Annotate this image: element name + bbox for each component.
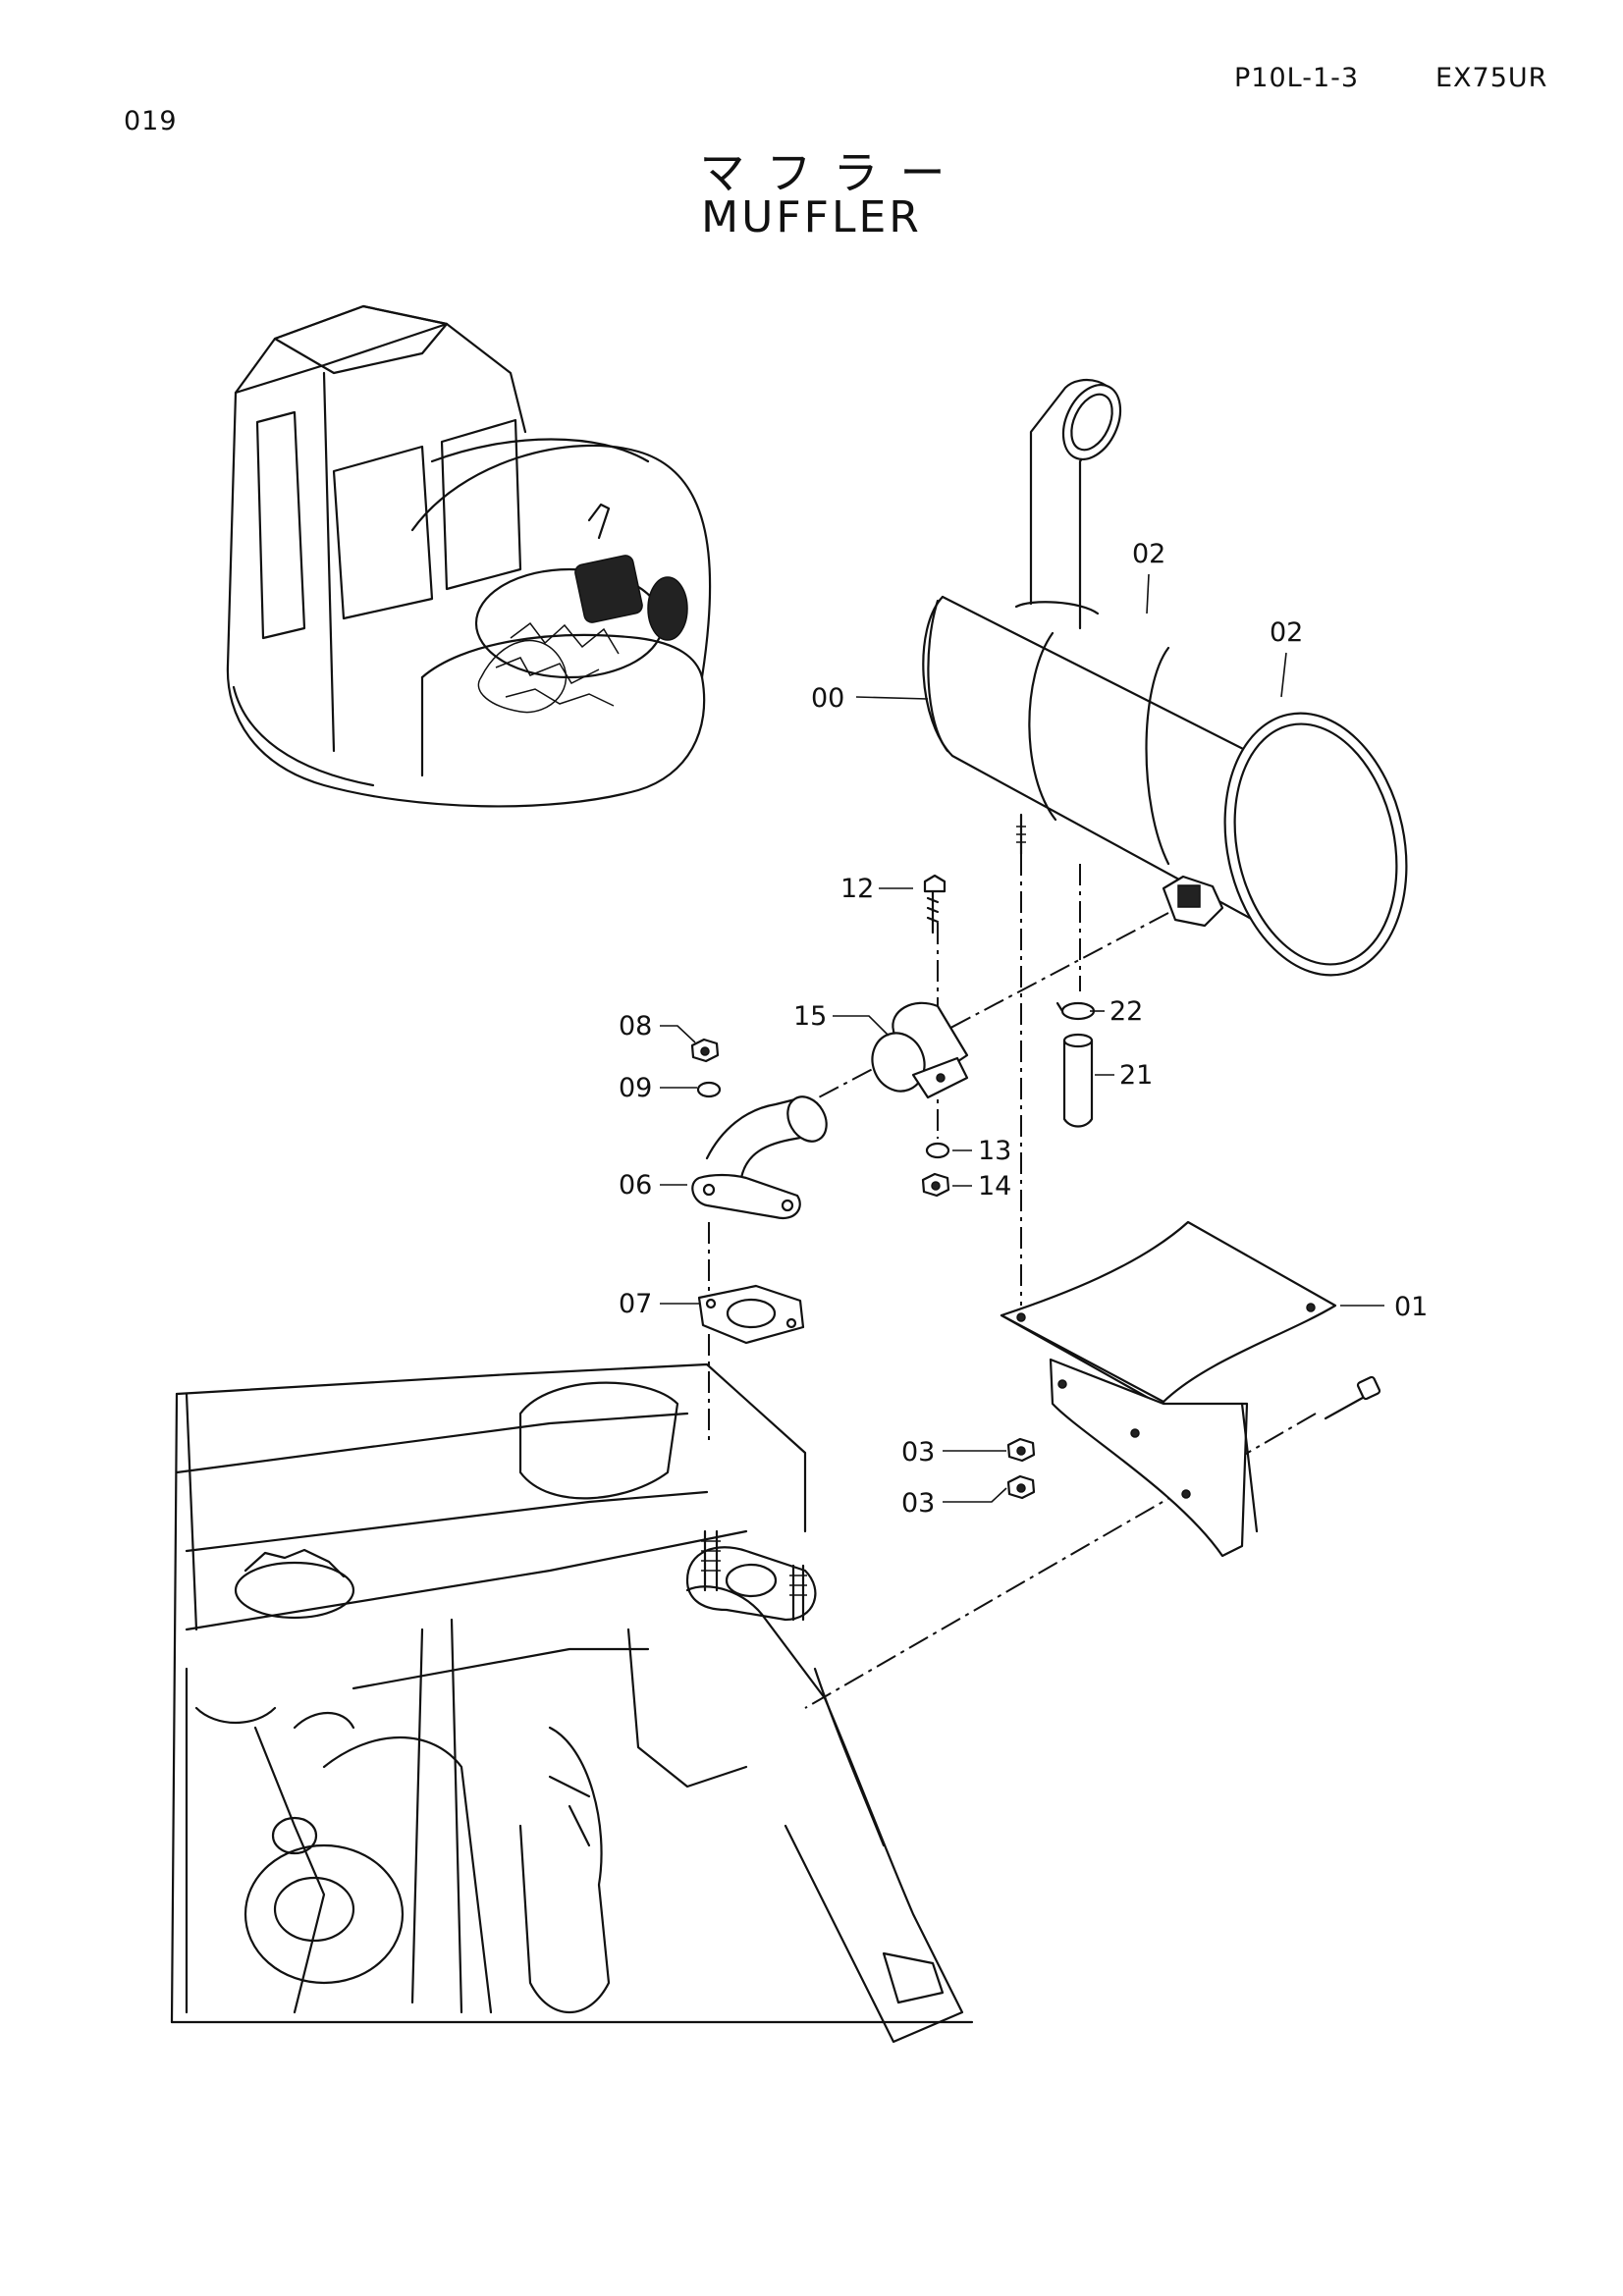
title-english: MUFFLER — [701, 192, 922, 242]
callout-labels: 00 01 02 02 03 03 06 07 08 09 12 13 14 1… — [619, 539, 1428, 1519]
title-japanese: マフラー — [699, 146, 967, 199]
callout-07: 07 — [619, 1289, 652, 1319]
callout-09: 09 — [619, 1073, 652, 1103]
callout-21: 21 — [1119, 1060, 1153, 1091]
drain-tube — [1055, 1001, 1096, 1128]
muffler-body — [922, 379, 1408, 977]
callout-13: 13 — [978, 1136, 1011, 1166]
pipe-clamp — [871, 874, 969, 1198]
callout-02-upper: 02 — [1132, 539, 1165, 569]
callout-22: 22 — [1109, 996, 1143, 1027]
callout-08: 08 — [619, 1011, 652, 1041]
nut-and-washer — [690, 1038, 722, 1098]
callout-00: 00 — [811, 683, 844, 714]
callout-14: 14 — [978, 1171, 1011, 1201]
callout-03-lower: 03 — [901, 1488, 935, 1519]
callout-03-upper: 03 — [901, 1437, 935, 1468]
callout-06: 06 — [619, 1170, 652, 1201]
callout-12: 12 — [840, 874, 874, 904]
callout-15: 15 — [793, 1001, 827, 1032]
engine-illustration — [170, 1362, 974, 2044]
callout-leaders — [660, 573, 1384, 1503]
gasket — [697, 1284, 805, 1345]
assembly-centerlines — [708, 854, 1317, 1709]
exhaust-elbow — [691, 1095, 828, 1220]
callout-02-lower: 02 — [1270, 617, 1303, 648]
model-code: EX75UR — [1435, 63, 1548, 93]
callout-01: 01 — [1394, 1292, 1428, 1322]
page-number: 019 — [124, 106, 178, 136]
excavator-overview-illustration — [226, 304, 712, 808]
muffler-bracket — [1000, 1220, 1381, 1558]
document-code: P10L-1-3 — [1234, 63, 1360, 93]
